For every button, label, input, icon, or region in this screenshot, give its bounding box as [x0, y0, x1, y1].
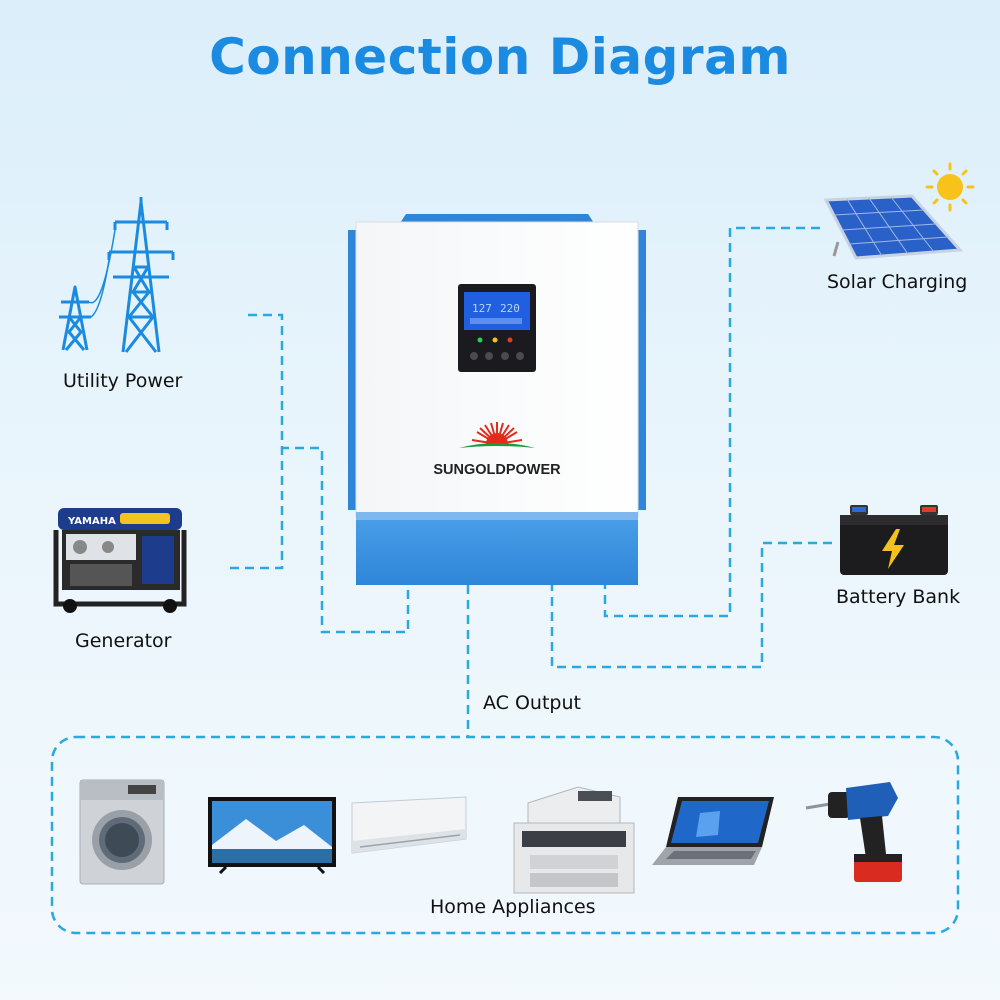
- power-tower-icon: [59, 197, 175, 353]
- printer-icon: [513, 786, 635, 894]
- ac-output-label: AC Output: [483, 692, 581, 714]
- inverter: 127 220 SU: [348, 212, 646, 587]
- generator-brand-text: YAMAHA: [67, 516, 116, 527]
- lcd-reading-2: 220: [500, 302, 520, 315]
- inverter-body: 127 220 SU: [348, 214, 646, 585]
- generator-label: Generator: [75, 630, 172, 652]
- lcd-reading-1: 127: [472, 302, 492, 315]
- solar-line: [603, 226, 820, 618]
- generator-icon: YAMAHA: [53, 508, 187, 613]
- solar-panel-icon: [823, 162, 975, 260]
- sun-icon: [925, 162, 975, 212]
- inverter-brand: SUNGOLDPOWER: [433, 462, 561, 478]
- generator-line: [230, 448, 284, 570]
- television-icon: [208, 797, 336, 875]
- power-drill-icon: [805, 782, 902, 882]
- home-appliances-label: Home Appliances: [430, 896, 596, 918]
- appliance-box: [50, 735, 960, 935]
- battery-icon: [840, 505, 948, 575]
- battery-line: [550, 541, 832, 669]
- page-title: Connection Diagram: [209, 28, 791, 86]
- washing-machine-icon: [79, 779, 165, 885]
- battery-bank-label: Battery Bank: [836, 586, 961, 608]
- air-conditioner-icon: [351, 796, 467, 854]
- solar-charging-label: Solar Charging: [827, 271, 968, 293]
- laptop-icon: [652, 797, 774, 865]
- utility-power-label: Utility Power: [63, 370, 183, 392]
- utility-line: [248, 313, 410, 634]
